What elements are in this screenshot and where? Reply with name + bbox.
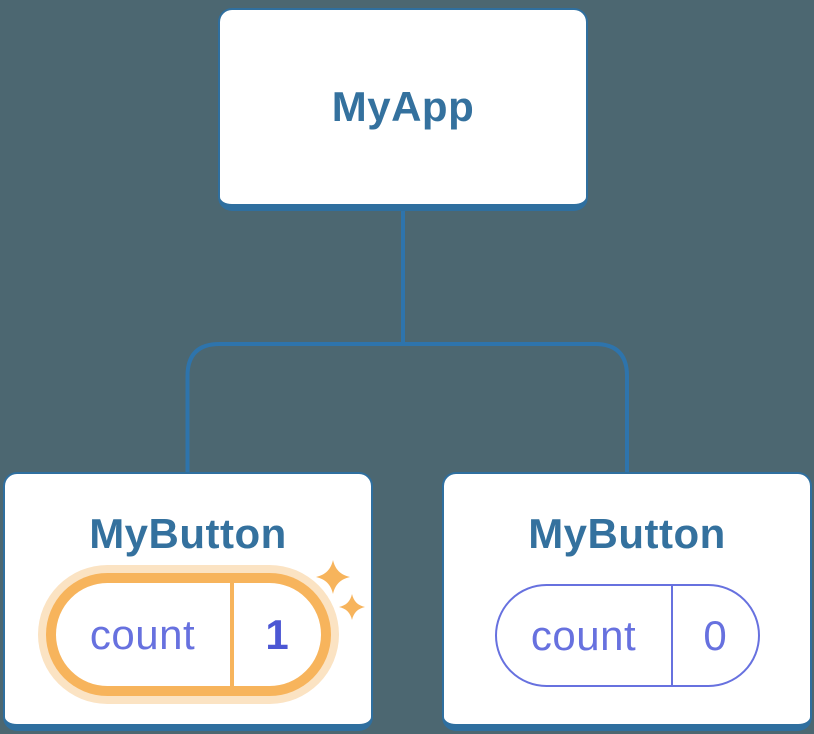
node-mybutton-1: MyButton count 1	[3, 472, 373, 731]
node-myapp: MyApp	[218, 8, 588, 211]
pill-divider	[229, 583, 234, 687]
node-mybutton-2-title: MyButton	[528, 510, 726, 557]
connector-branch	[185, 342, 629, 473]
node-mybutton-1-title: MyButton	[89, 510, 287, 557]
state-key-label: count	[530, 611, 637, 659]
state-pill-highlighted: count 1	[55, 583, 321, 687]
pill-divider	[670, 586, 673, 686]
sparkle-icon	[339, 594, 365, 620]
sparkle-icon	[316, 560, 350, 594]
state-value: 0	[703, 611, 727, 659]
state-key-label: count	[89, 610, 196, 658]
state-value: 1	[265, 610, 289, 658]
node-mybutton-2: MyButton count 0	[442, 472, 812, 731]
node-myapp-title: MyApp	[331, 82, 475, 130]
state-pill: count 0	[494, 584, 760, 688]
